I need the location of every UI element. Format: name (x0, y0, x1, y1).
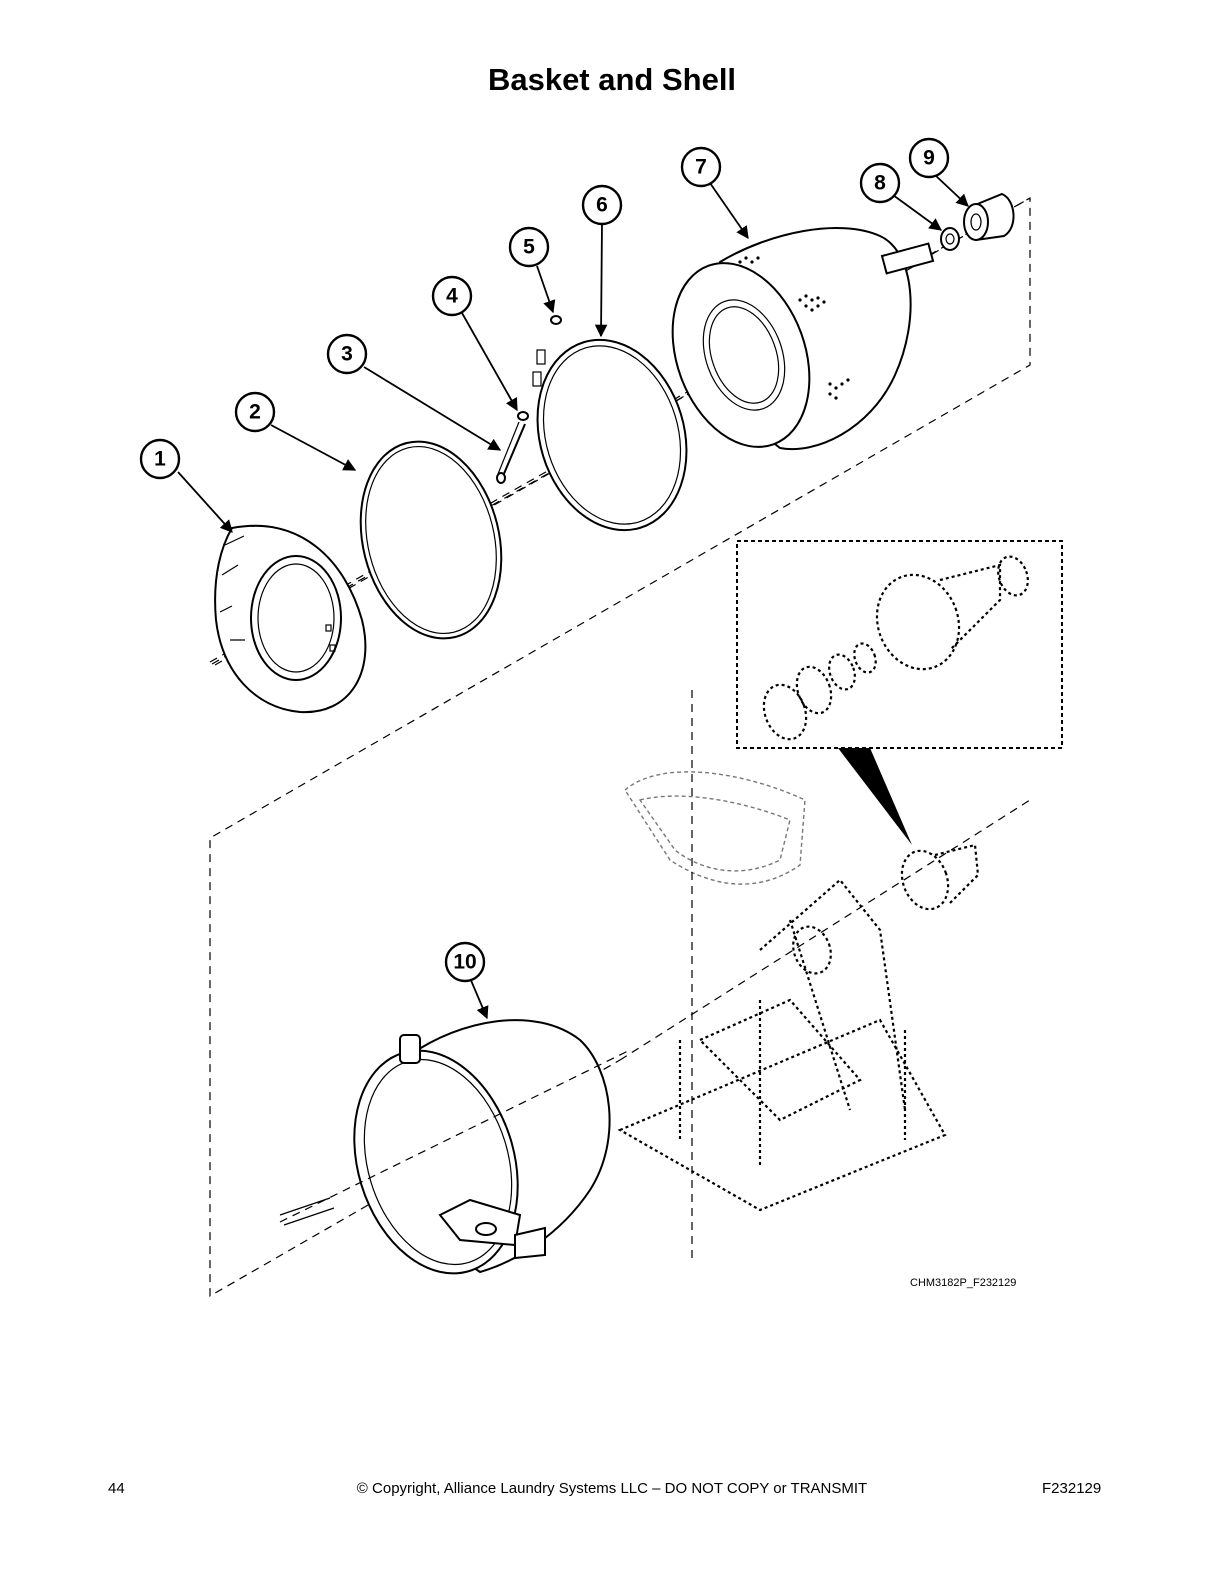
page-title: Basket and Shell (487, 62, 737, 97)
clamp-ring-part-6 (532, 338, 688, 532)
callout-6: 6 (581, 184, 623, 226)
ring-part-2 (359, 440, 503, 640)
callout-label: 2 (249, 401, 261, 424)
callout-9: 9 (908, 137, 950, 179)
seal-washer-part-8 (940, 227, 960, 251)
callout-label: 1 (154, 448, 166, 471)
frame-assembly-reference (617, 690, 1031, 1260)
shell-part-10 (279, 1019, 631, 1275)
front-cover-part (214, 524, 367, 714)
callout-label: 10 (453, 951, 476, 974)
callout-1: 1 (139, 438, 181, 480)
callout-label: 5 (523, 236, 535, 259)
callout-3: 3 (326, 333, 368, 375)
callout-label: 9 (923, 147, 935, 170)
figure-code: CHM3182P_F232129 (910, 1277, 1016, 1289)
callout-4: 4 (431, 275, 473, 317)
bolt-part-3 (496, 421, 526, 484)
callout-label: 4 (446, 285, 458, 308)
bearing-detail-inset (736, 540, 1063, 845)
callout-label: 7 (695, 156, 707, 179)
callout-label: 6 (596, 194, 608, 217)
callout-8: 8 (859, 162, 901, 204)
bushing-part-9 (963, 192, 1015, 242)
document-code: F232129 (1042, 1480, 1102, 1497)
callout-7: 7 (680, 146, 722, 188)
callout-leaders (177, 174, 969, 1020)
copyright-notice: © Copyright, Alliance Laundry Systems LL… (356, 1480, 868, 1497)
callout-label: 3 (341, 343, 353, 366)
washer-part-4 (517, 411, 529, 421)
nut-part-5 (550, 315, 562, 325)
page-number: 44 (108, 1480, 125, 1497)
basket-part-7 (671, 227, 935, 451)
callout-label: 8 (874, 172, 886, 195)
callout-5: 5 (508, 226, 550, 268)
callout-2: 2 (234, 391, 276, 433)
callout-10: 10 (444, 941, 486, 983)
